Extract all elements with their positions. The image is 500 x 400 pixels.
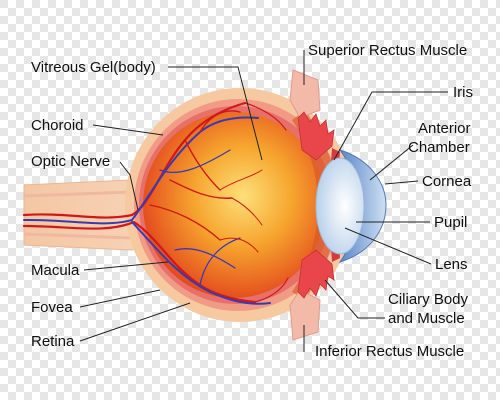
label-iris: Iris (453, 84, 473, 101)
label-fovea: Fovea (31, 299, 73, 316)
leader-lines (79, 50, 448, 352)
label-vitreous-gel: Vitreous Gel(body) (31, 59, 156, 76)
lens-shape (315, 157, 365, 255)
label-pupil: Pupil (434, 214, 468, 231)
blood-vessels (22, 101, 289, 305)
label-ciliary-2: and Muscle (388, 310, 465, 327)
ciliary-body-top (297, 111, 335, 161)
label-anterior-chamber-2: Chamber (408, 139, 470, 156)
label-cornea: Cornea (422, 173, 472, 190)
optic-nerve-sheath (23, 190, 131, 240)
label-anterior-chamber-1: Anterior (418, 120, 471, 137)
label-retina: Retina (31, 333, 75, 350)
label-ciliary-1: Ciliary Body (388, 291, 469, 308)
label-superior-rectus: Superior Rectus Muscle (308, 42, 468, 59)
superior-rectus-muscle-shape (289, 69, 321, 119)
vitreous-body (143, 112, 325, 298)
label-choroid: Choroid (31, 117, 84, 134)
label-lens: Lens (435, 256, 468, 273)
label-macula: Macula (31, 262, 80, 279)
ciliary-band (292, 110, 338, 300)
label-inferior-rectus: Inferior Rectus Muscle (315, 343, 465, 360)
label-optic-nerve: Optic Nerve (31, 153, 111, 170)
inferior-rectus-muscle-shape (289, 289, 321, 341)
